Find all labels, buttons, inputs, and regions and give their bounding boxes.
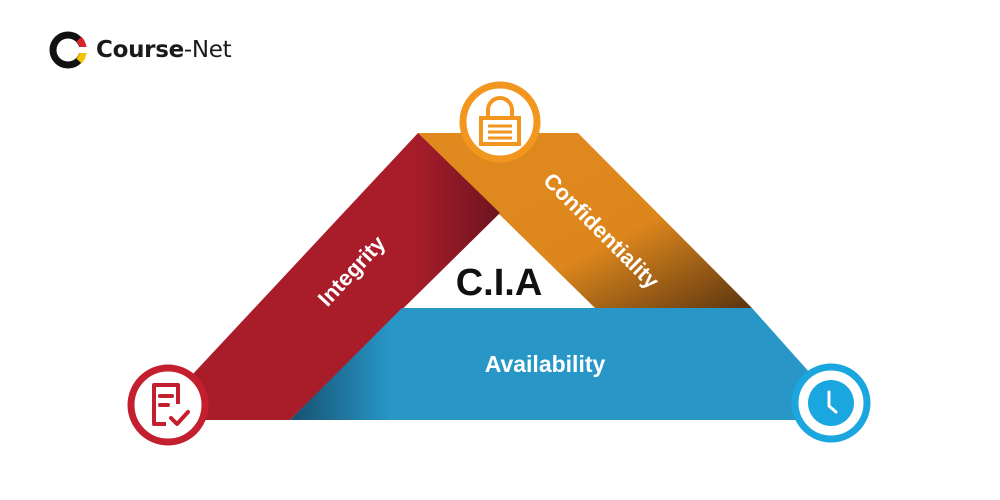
availability-band	[290, 308, 852, 420]
center-label: C.I.A	[456, 262, 543, 304]
brand-name: Course-Net	[96, 37, 232, 63]
logo-ring-icon	[49, 31, 88, 69]
document-check-icon	[127, 364, 209, 446]
availability-label: Availability	[485, 351, 606, 377]
course-net-logo: Course-Net	[48, 30, 232, 70]
confidentiality-band	[418, 133, 752, 308]
integrity-band	[150, 133, 500, 420]
lock-icon	[459, 81, 541, 163]
clock-icon	[791, 363, 871, 443]
